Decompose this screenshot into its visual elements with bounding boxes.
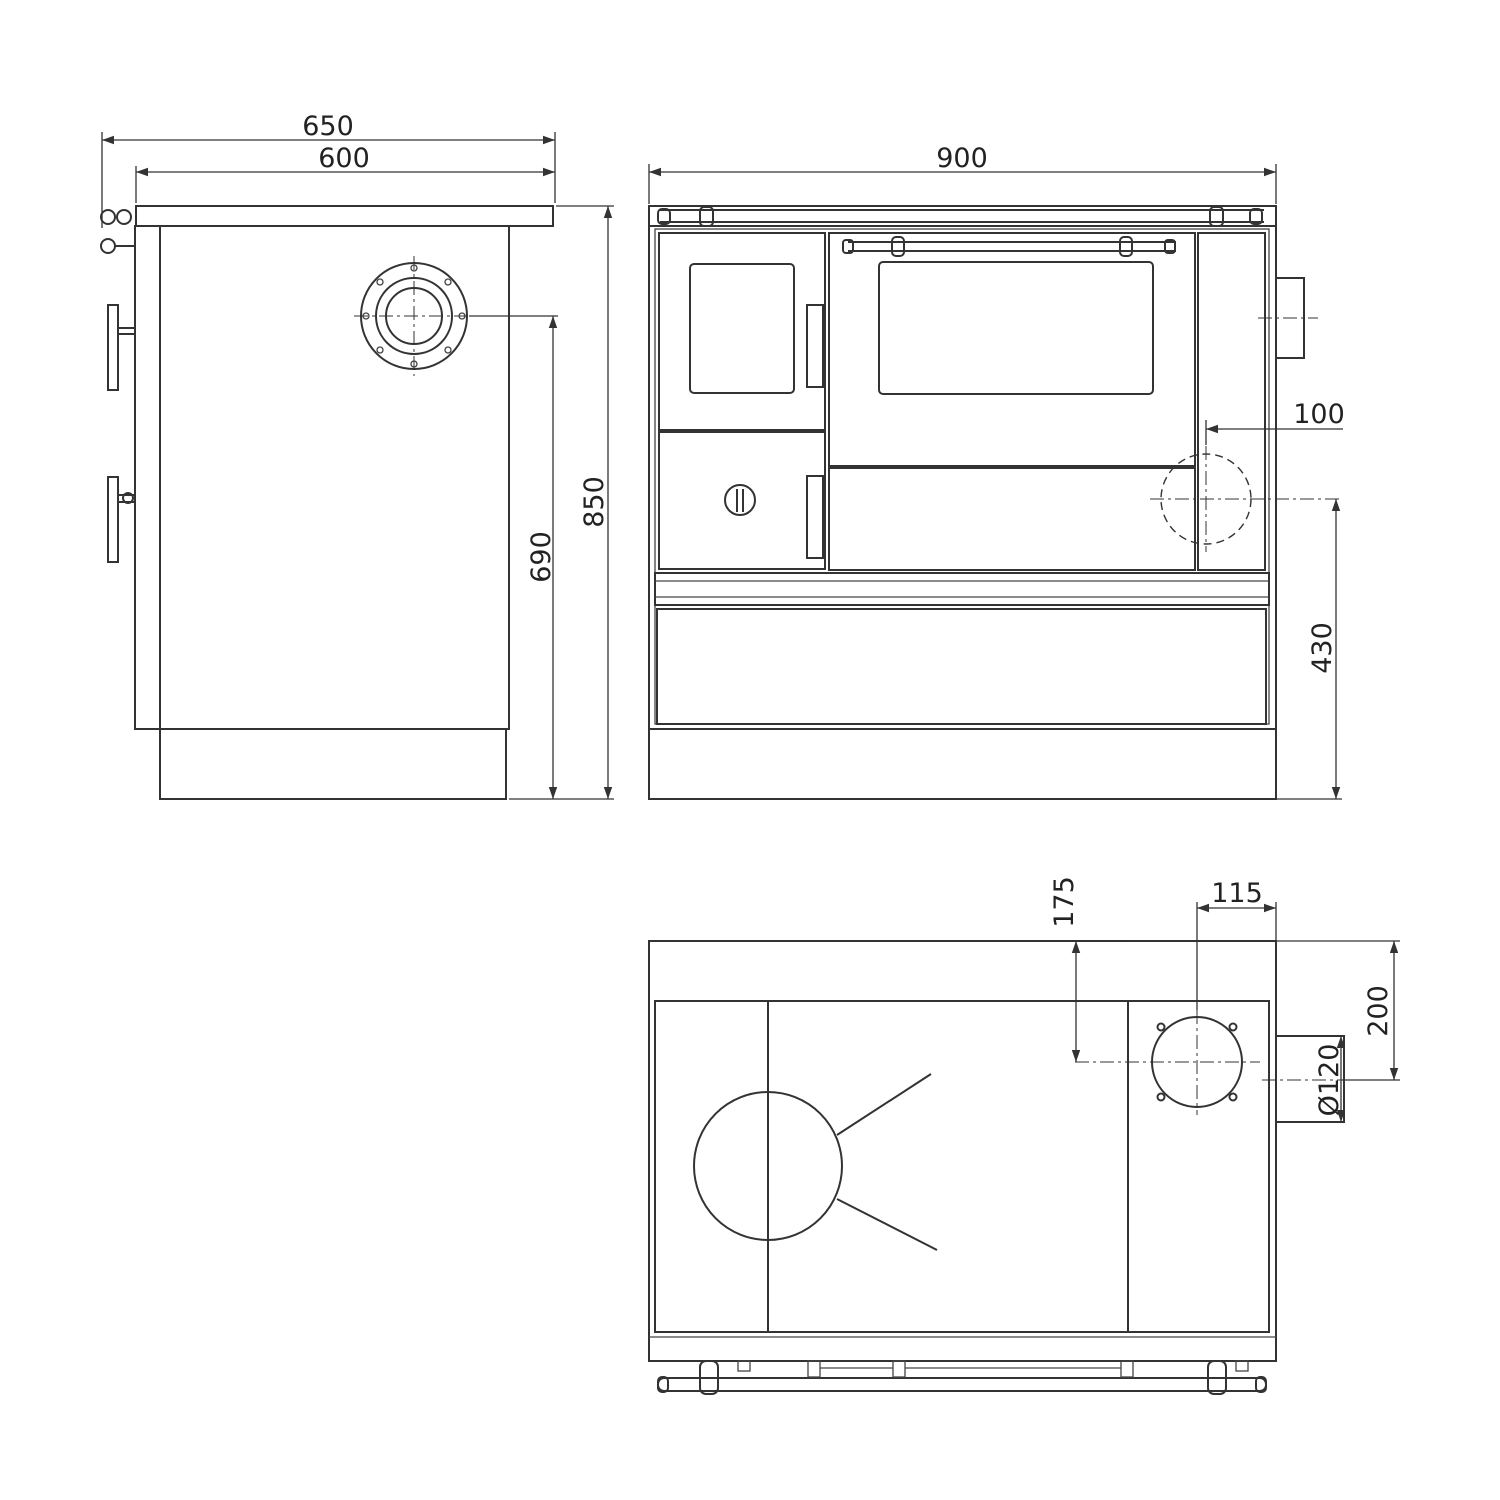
side-flue-flange	[354, 256, 474, 376]
top-front-rail	[657, 1360, 1267, 1395]
hob-bar-lower	[836, 1198, 938, 1251]
dim-200: 200	[1276, 940, 1400, 1081]
dim-diameter-120-label: Ø120	[1314, 1044, 1345, 1117]
oven-window	[878, 261, 1154, 395]
dim-430: 430	[1150, 446, 1342, 800]
right-side-panel	[1197, 232, 1266, 571]
front-shelf-band	[654, 572, 1270, 606]
side-door-handle-top	[107, 304, 135, 391]
ash-drawer	[658, 431, 826, 570]
dim-900-label: 900	[936, 143, 988, 174]
firebox-window	[689, 263, 795, 394]
front-view: 900 100 430	[648, 143, 1345, 800]
side-knob	[100, 238, 116, 254]
side-rail-knob	[116, 209, 132, 225]
side-plinth	[159, 728, 507, 800]
dim-850: 850	[509, 205, 614, 800]
dim-100-label: 100	[1293, 399, 1345, 430]
front-outline	[648, 205, 1277, 800]
dim-650: 650	[101, 111, 556, 228]
dim-650-label: 650	[302, 111, 354, 142]
dim-850-label: 850	[579, 476, 610, 528]
oven-lower-drawer	[828, 467, 1196, 571]
firebox-door	[658, 232, 826, 431]
dim-600-label: 600	[318, 143, 370, 174]
oven-door	[828, 232, 1196, 467]
side-door-handle-bottom	[107, 476, 135, 563]
top-cooktop	[654, 1000, 1270, 1333]
dim-690-label: 690	[526, 531, 557, 583]
hob-ring	[693, 1091, 843, 1241]
dim-115: 115	[1196, 878, 1277, 1010]
oven-handle	[842, 236, 1176, 257]
storage-drawer	[656, 608, 1267, 725]
dim-100: 100	[1205, 399, 1345, 445]
side-front-panel	[134, 225, 161, 730]
dim-175-label: 175	[1049, 876, 1080, 928]
ash-drawer-handle	[806, 475, 824, 559]
side-rail-knob	[100, 209, 116, 225]
front-inner-frame	[654, 228, 1270, 725]
draft-control-icon	[724, 484, 756, 516]
front-rail	[657, 206, 1264, 227]
side-view: 650 600 850 690	[100, 111, 614, 800]
firebox-handle	[806, 304, 824, 388]
top-flue-outlet	[1075, 1010, 1260, 1115]
dim-175: 175	[1049, 876, 1128, 1062]
dim-690: 690	[469, 315, 558, 799]
hob-bar-upper	[836, 1073, 932, 1136]
dim-200-label: 200	[1363, 985, 1394, 1037]
side-body	[159, 225, 510, 730]
top-view: 175 115 200 Ø120	[648, 876, 1400, 1395]
top-outline	[648, 940, 1277, 1362]
dim-900: 900	[648, 143, 1277, 204]
dim-diameter-120: Ø120	[1314, 1036, 1346, 1122]
side-cooktop	[135, 205, 554, 227]
dim-430-label: 430	[1307, 622, 1338, 674]
dim-115-label: 115	[1211, 878, 1263, 909]
dim-600: 600	[135, 143, 555, 203]
